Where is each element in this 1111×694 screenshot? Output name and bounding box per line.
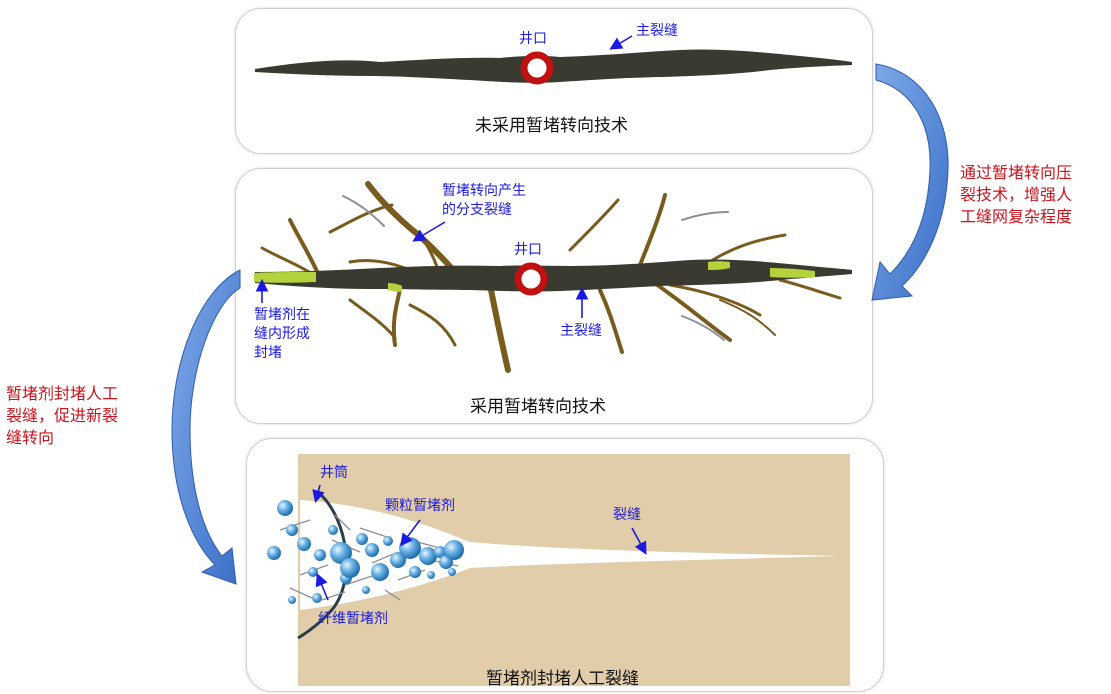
left-note-line2: 裂缝，促进新裂 — [6, 405, 118, 427]
left-note-line3: 缝转向 — [6, 427, 118, 449]
main-fracture-label-middle: 主裂缝 — [560, 322, 602, 341]
branch-label-line2: 的分支裂缝 — [442, 201, 526, 220]
plug-label-line1: 暂堵剂在 — [254, 306, 310, 325]
main-fracture-top — [255, 49, 852, 82]
main-fracture-label-top: 主裂缝 — [636, 22, 678, 41]
branch-label-line1: 暂堵转向产生 — [442, 182, 526, 201]
plug-label: 暂堵剂在 缝内形成 封堵 — [254, 306, 310, 363]
right-note-line3: 工缝网复杂程度 — [960, 206, 1072, 228]
right-note: 通过暂堵转向压 裂技术，增强人 工缝网复杂程度 — [960, 162, 1072, 228]
panel-bottom-caption: 暂堵剂封堵人工裂缝 — [486, 664, 639, 689]
plug-label-line2: 缝内形成 — [254, 325, 310, 344]
right-note-line1: 通过暂堵转向压 — [960, 162, 1072, 184]
panel-top-caption: 未采用暂堵转向技术 — [475, 111, 628, 136]
plug-label-line3: 封堵 — [254, 344, 310, 363]
left-note-line1: 暂堵剂封堵人工 — [6, 383, 118, 405]
branch-label: 暂堵转向产生 的分支裂缝 — [442, 182, 526, 220]
flow-arrow-left — [172, 270, 240, 584]
particle-label: 颗粒暂堵剂 — [385, 497, 455, 516]
wellhead-label-top: 井口 — [519, 30, 547, 49]
left-note: 暂堵剂封堵人工 裂缝，促进新裂 缝转向 — [6, 383, 118, 449]
main-fracture-pointer-top — [612, 36, 632, 48]
wellhead-top — [524, 55, 550, 81]
flow-arrow-right — [872, 64, 948, 300]
wellhead-label-middle: 井口 — [514, 241, 542, 260]
wellhead-middle — [518, 266, 544, 292]
fracture-label: 裂缝 — [613, 506, 641, 525]
right-note-line2: 裂技术，增强人 — [960, 184, 1072, 206]
fiber-label: 纤维暂堵剂 — [318, 610, 388, 629]
wellbore-label: 井筒 — [320, 464, 348, 483]
branch-pointer — [415, 222, 445, 240]
main-fracture-middle — [255, 259, 852, 291]
panel-middle-caption: 采用暂堵转向技术 — [470, 392, 606, 417]
